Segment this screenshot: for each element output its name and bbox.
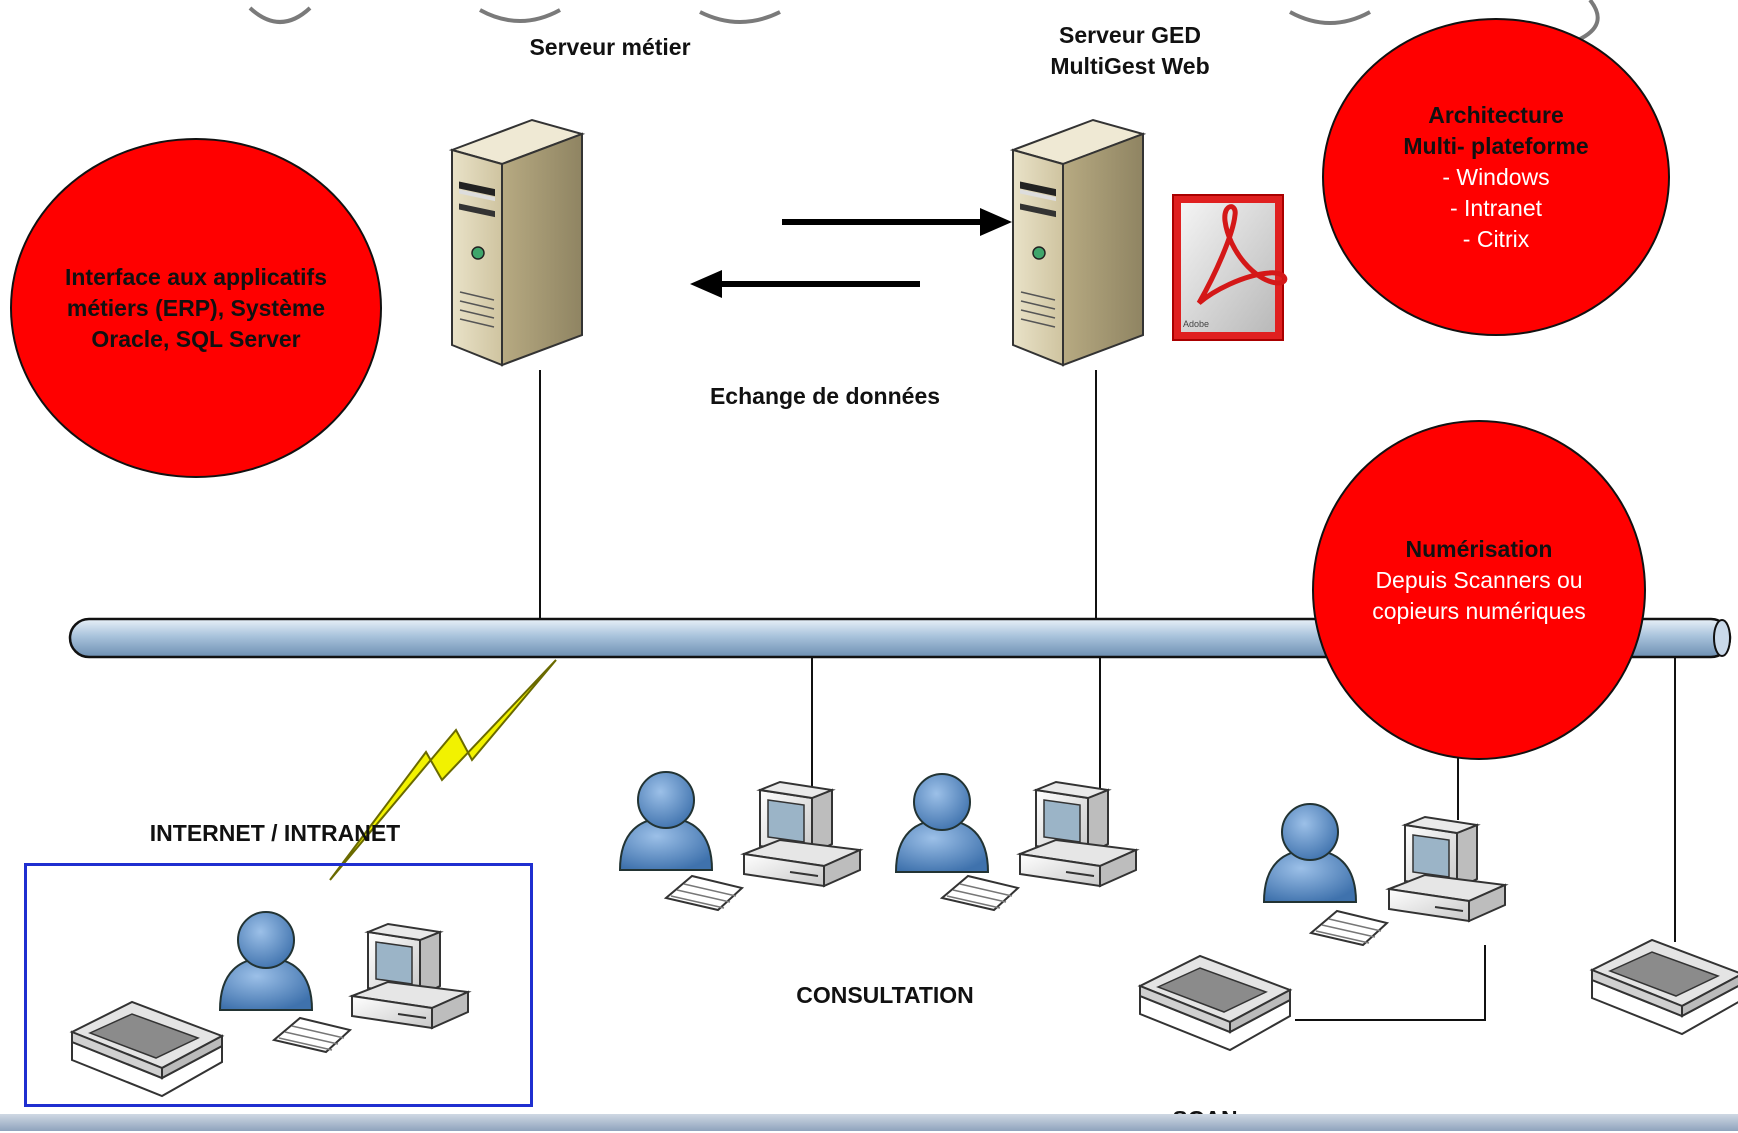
- ged-server-label-line-2: MultiGest Web: [1050, 53, 1210, 79]
- business-server-label: Serveur métier: [529, 34, 691, 60]
- business-server-icon: [451, 119, 583, 366]
- architecture-title-2: Multi- plateforme: [1403, 132, 1589, 159]
- network-bus: [68, 617, 1732, 659]
- user-icon: [619, 771, 713, 871]
- numerisation-line-1: Depuis Scanners ou: [1375, 567, 1583, 593]
- lightning-link-icon: [329, 659, 557, 881]
- numerisation-line-2: copieurs numériques: [1372, 598, 1586, 624]
- user-icon: [895, 773, 989, 873]
- ged-server-label-line-1: Serveur GED: [1059, 22, 1201, 48]
- ged-server-icon: [1012, 119, 1144, 366]
- numerisation-bubble: Numérisation Depuis Scanners ou copieurs…: [1312, 420, 1646, 760]
- architecture-item-intranet: - Intranet: [1449, 194, 1543, 221]
- interface-line-3: Oracle, SQL Server: [91, 325, 301, 352]
- user-icon: [1263, 803, 1357, 903]
- pdf-logo-icon: Adobe: [1172, 194, 1288, 341]
- remote-access-frame: [24, 863, 533, 1107]
- architecture-title-1: Architecture: [1428, 101, 1564, 128]
- interface-line-2: métiers (ERP), Système: [66, 294, 326, 321]
- architecture-item-citrix: - Citrix: [1462, 225, 1530, 252]
- interface-line-1: Interface aux applicatifs: [64, 263, 328, 290]
- scanner-icon: [1591, 939, 1738, 1035]
- architecture-bubble: Architecture Multi- plateforme - Windows…: [1322, 18, 1670, 336]
- clipped-title-fragment: [248, 0, 1600, 42]
- footer-band: [0, 1114, 1738, 1131]
- internet-intranet-label: INTERNET / INTRANET: [149, 820, 401, 846]
- pdf-logo-text: Adobe: [1183, 319, 1209, 329]
- data-exchange-arrows: [690, 208, 1012, 298]
- interface-bubble: Interface aux applicatifs métiers (ERP),…: [10, 138, 382, 478]
- consultation-label: CONSULTATION: [796, 982, 974, 1008]
- numerisation-title: Numérisation: [1405, 536, 1553, 562]
- scanner-icon: [1139, 955, 1291, 1051]
- data-exchange-label: Echange de données: [709, 383, 941, 409]
- architecture-item-windows: - Windows: [1442, 163, 1550, 190]
